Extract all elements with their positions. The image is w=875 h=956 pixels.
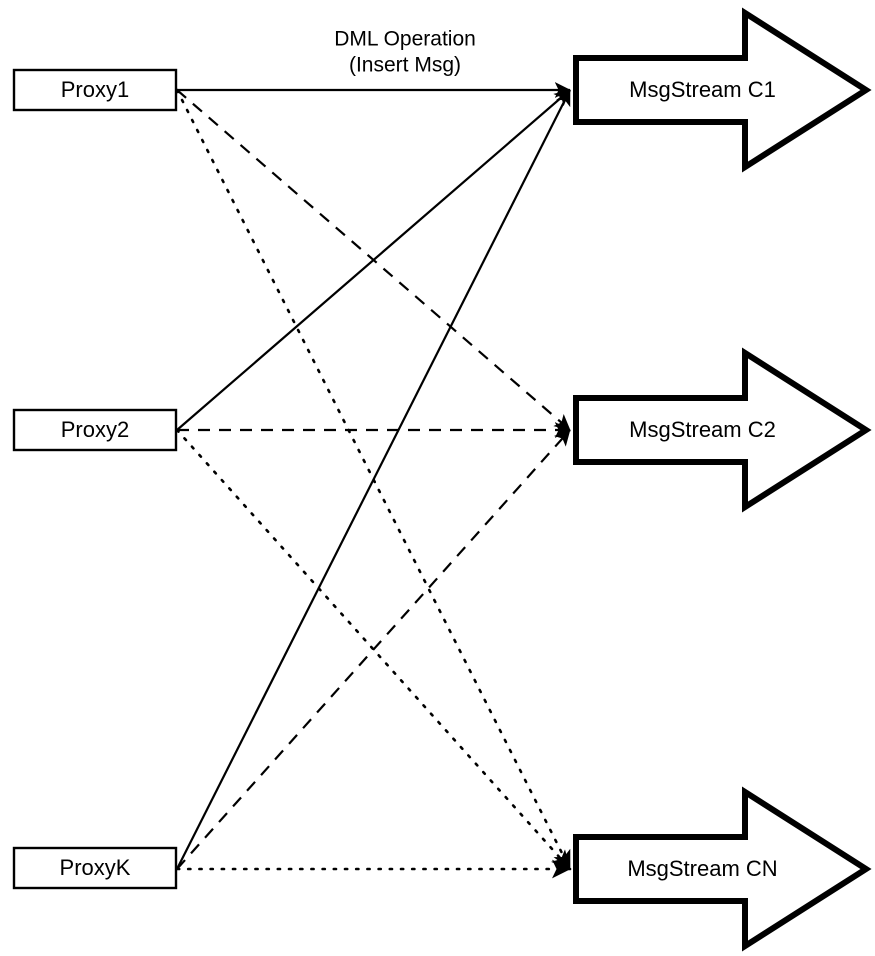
proxy-label-proxy2: Proxy2 bbox=[61, 417, 129, 442]
stream-node-c1[interactable]: MsgStream C1 bbox=[573, 7, 872, 173]
proxy-label-proxyK: ProxyK bbox=[60, 855, 131, 880]
edge-proxyK-to-c1 bbox=[176, 89, 571, 870]
proxy-layer: Proxy1 Proxy2 ProxyK bbox=[12, 68, 178, 890]
stream-node-cn[interactable]: MsgStream CN bbox=[573, 786, 872, 952]
edge-caption-group: DML Operation (Insert Msg) bbox=[334, 28, 476, 77]
stream-label-c2: MsgStream C2 bbox=[629, 417, 776, 442]
proxy-node-proxyK[interactable]: ProxyK bbox=[12, 846, 178, 890]
stream-label-c1: MsgStream C1 bbox=[629, 77, 776, 102]
proxy-node-proxy2[interactable]: Proxy2 bbox=[12, 408, 178, 452]
stream-arrow-shape-cn[interactable] bbox=[573, 786, 872, 952]
stream-layer: MsgStream C1 MsgStream C2 MsgStream CN bbox=[573, 7, 872, 952]
stream-arrow-shape-c1[interactable] bbox=[573, 7, 872, 173]
edge-proxy2-to-c1 bbox=[176, 89, 571, 431]
edge-caption-line1: DML Operation bbox=[334, 28, 476, 51]
proxy-label-proxy1: Proxy1 bbox=[61, 77, 129, 102]
stream-node-c2[interactable]: MsgStream C2 bbox=[573, 347, 872, 513]
stream-label-cn: MsgStream CN bbox=[627, 856, 777, 881]
edge-caption-line2: (Insert Msg) bbox=[349, 54, 461, 77]
proxy-node-proxy1[interactable]: Proxy1 bbox=[12, 68, 178, 112]
proxy-box-proxy2[interactable] bbox=[12, 408, 178, 452]
proxy-box-proxy1[interactable] bbox=[12, 68, 178, 112]
proxy-box-proxyK[interactable] bbox=[12, 846, 178, 890]
edge-layer bbox=[175, 82, 572, 879]
edge-proxyK-to-c2 bbox=[176, 429, 571, 870]
stream-arrow-shape-c2[interactable] bbox=[573, 347, 872, 513]
